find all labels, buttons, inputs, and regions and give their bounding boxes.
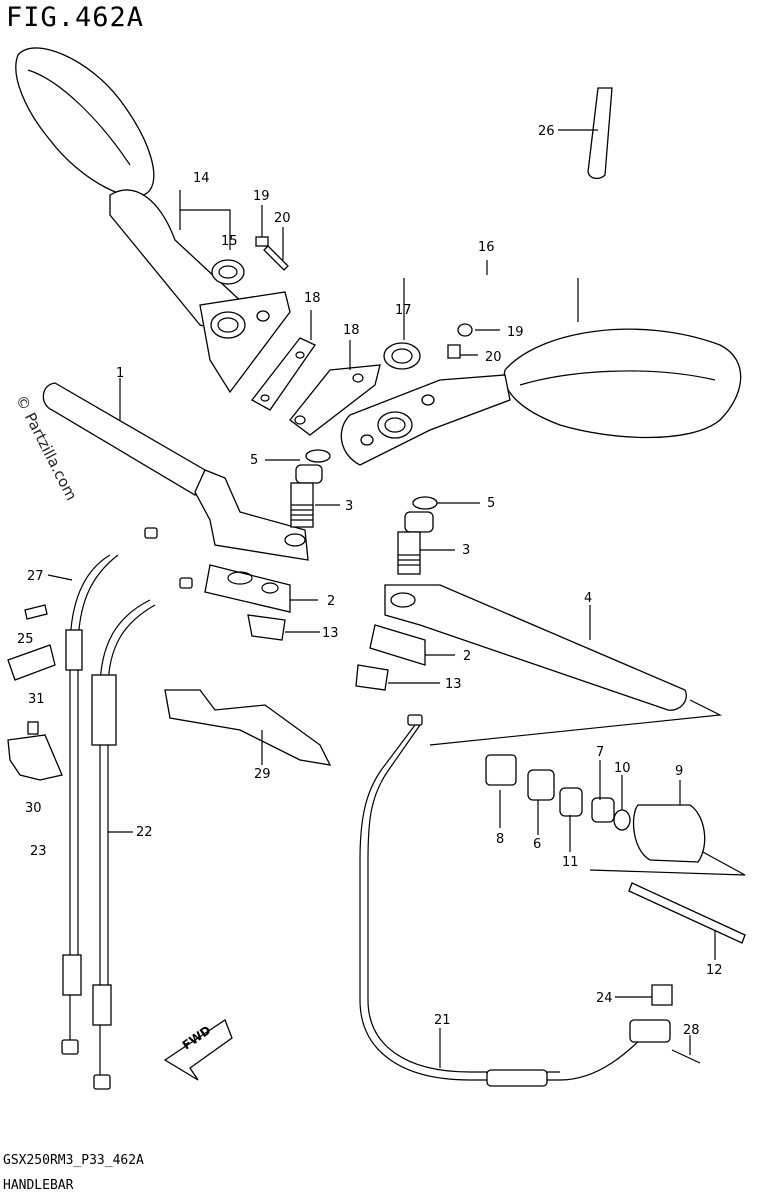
callout-18-right: 18 <box>343 323 360 338</box>
cover-7 <box>591 797 615 823</box>
screw-12[interactable] <box>628 882 746 944</box>
callout-2-left: 2 <box>327 594 335 609</box>
holder-2-left[interactable] <box>204 564 291 613</box>
callout-20-left: 20 <box>274 211 291 226</box>
washer-10 <box>613 809 631 831</box>
cap-5-left[interactable] <box>305 449 331 463</box>
pin-28[interactable] <box>671 1049 701 1064</box>
left-mirror[interactable] <box>15 47 291 394</box>
damper-6 <box>527 769 555 801</box>
callout-21: 21 <box>434 1013 451 1028</box>
knob-24[interactable] <box>651 984 673 1006</box>
callout-26: 26 <box>538 124 555 139</box>
nut-13-right[interactable] <box>355 664 389 691</box>
cable-21[interactable] <box>359 724 651 1081</box>
cap-19-left[interactable] <box>255 236 269 247</box>
clamp-25[interactable] <box>7 644 56 681</box>
callout-19-left: 19 <box>253 189 270 204</box>
callout-11: 11 <box>562 855 579 870</box>
callout-16: 16 <box>478 240 495 255</box>
plug-8 <box>485 754 517 786</box>
bolt-3-left[interactable] <box>290 464 323 528</box>
callout-17: 17 <box>395 303 412 318</box>
callout-8: 8 <box>496 832 504 847</box>
holder-2-right[interactable] <box>369 624 426 666</box>
callout-10: 10 <box>614 761 631 776</box>
screw-27[interactable] <box>24 604 48 620</box>
callout-9: 9 <box>675 764 683 779</box>
footer-figure-name: HANDLEBAR <box>3 1178 74 1193</box>
screw-20-left[interactable] <box>263 245 289 271</box>
screw-31[interactable] <box>27 721 39 735</box>
collar-17[interactable] <box>383 342 421 370</box>
cap-5-right[interactable] <box>412 496 438 510</box>
callout-4: 4 <box>584 591 592 606</box>
left-handlebar[interactable] <box>42 382 309 561</box>
fwd-arrow: FWD <box>163 1019 233 1081</box>
callout-25: 25 <box>17 632 34 647</box>
spacer-18-left[interactable] <box>251 337 316 411</box>
collar-15[interactable] <box>211 259 245 285</box>
callout-15: 15 <box>221 234 238 249</box>
callout-3-left: 3 <box>345 499 353 514</box>
callout-18-left: 18 <box>304 291 321 306</box>
callout-27: 27 <box>27 569 44 584</box>
callout-14: 14 <box>193 171 210 186</box>
callout-29: 29 <box>254 767 271 782</box>
callout-30: 30 <box>25 801 42 816</box>
screw-20-right[interactable] <box>447 344 461 359</box>
callout-2-right: 2 <box>463 649 471 664</box>
bar-end-weight-assembly[interactable] <box>485 754 706 863</box>
callout-19-right: 19 <box>507 325 524 340</box>
callout-6: 6 <box>533 837 541 852</box>
bracket-29[interactable] <box>164 689 332 766</box>
right-handlebar[interactable] <box>384 584 687 711</box>
mirror-mount-hole <box>210 311 246 339</box>
callout-3-right: 3 <box>462 543 470 558</box>
callout-24: 24 <box>596 991 613 1006</box>
callout-20-right: 20 <box>485 350 502 365</box>
bolt-3-right[interactable] <box>397 511 434 575</box>
callout-5-left: 5 <box>250 453 258 468</box>
callout-13-left: 13 <box>322 626 339 641</box>
callout-22: 22 <box>136 825 153 840</box>
bracket-30[interactable] <box>7 734 63 781</box>
cap-19-right[interactable] <box>457 323 473 337</box>
callout-5-right: 5 <box>487 496 495 511</box>
cable-guide-26[interactable] <box>587 87 613 180</box>
callout-12: 12 <box>706 963 723 978</box>
nut-13-left[interactable] <box>247 614 286 641</box>
weight-9 <box>632 804 706 863</box>
callout-28: 28 <box>683 1023 700 1038</box>
right-mirror[interactable] <box>340 328 742 466</box>
callout-31: 31 <box>28 692 45 707</box>
spacer-11 <box>559 787 583 817</box>
footer-figure-code: GSX250RM3_P33_462A <box>3 1153 144 1168</box>
callout-labels: 1 2 2 3 3 4 5 5 6 7 8 9 10 11 12 13 13 1… <box>17 124 723 1038</box>
callout-13-right: 13 <box>445 677 462 692</box>
callout-23: 23 <box>30 844 47 859</box>
callout-7: 7 <box>596 745 604 760</box>
figure-title: FIG.462A <box>6 2 145 33</box>
callout-1: 1 <box>116 366 124 381</box>
